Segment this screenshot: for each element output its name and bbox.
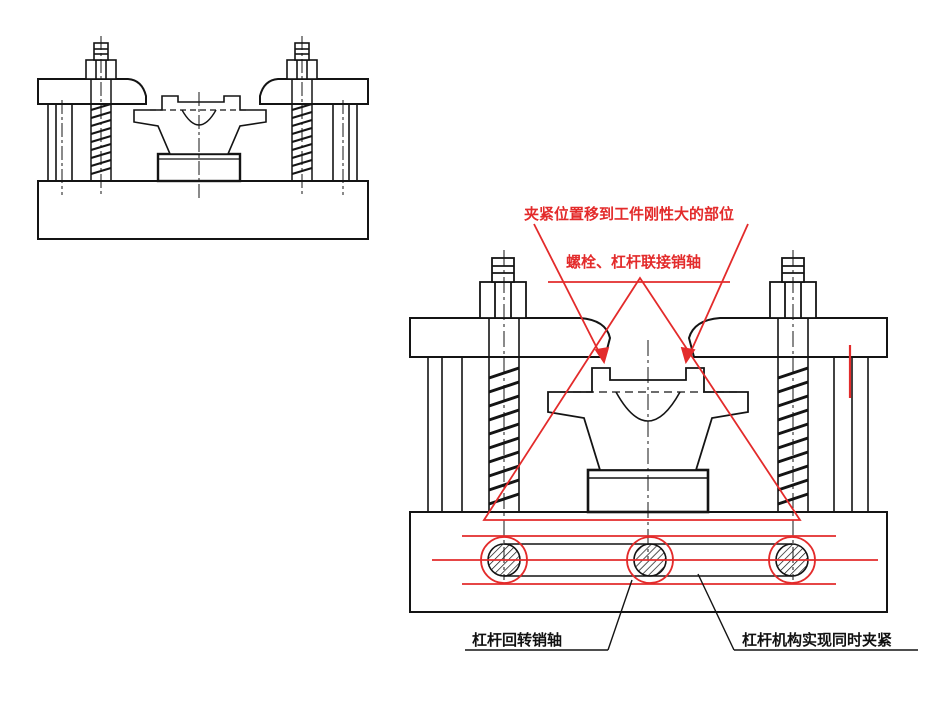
label-bolt-lever-pin: 螺栓、杠杆联接销轴 (566, 253, 701, 271)
label-clamp-position: 夹紧位置移到工件刚性大的部位 (524, 205, 734, 223)
original-fixture (37, 36, 369, 240)
original-clamp-lever-left (37, 78, 147, 105)
improved-clamp-lever-right (687, 317, 888, 358)
label-lever-simultaneous-clamp: 杠杆机构实现同时夹紧 (742, 631, 892, 649)
original-base (37, 180, 369, 240)
leader-clamp-right (687, 223, 749, 359)
original-hex-nuts (85, 42, 318, 80)
improved-clamp-lever-left (409, 317, 612, 358)
leader-clamp-left (533, 223, 603, 359)
original-clamp-lever-right (259, 78, 369, 105)
improved-centerlines (503, 250, 794, 580)
red-annotations (432, 223, 878, 585)
bottom-leaders (465, 573, 918, 651)
original-centerlines (61, 36, 344, 200)
label-lever-pivot-pin: 杠杆回转销轴 (472, 631, 562, 649)
improved-threaded-studs (488, 318, 809, 512)
force-triangle (482, 276, 802, 521)
